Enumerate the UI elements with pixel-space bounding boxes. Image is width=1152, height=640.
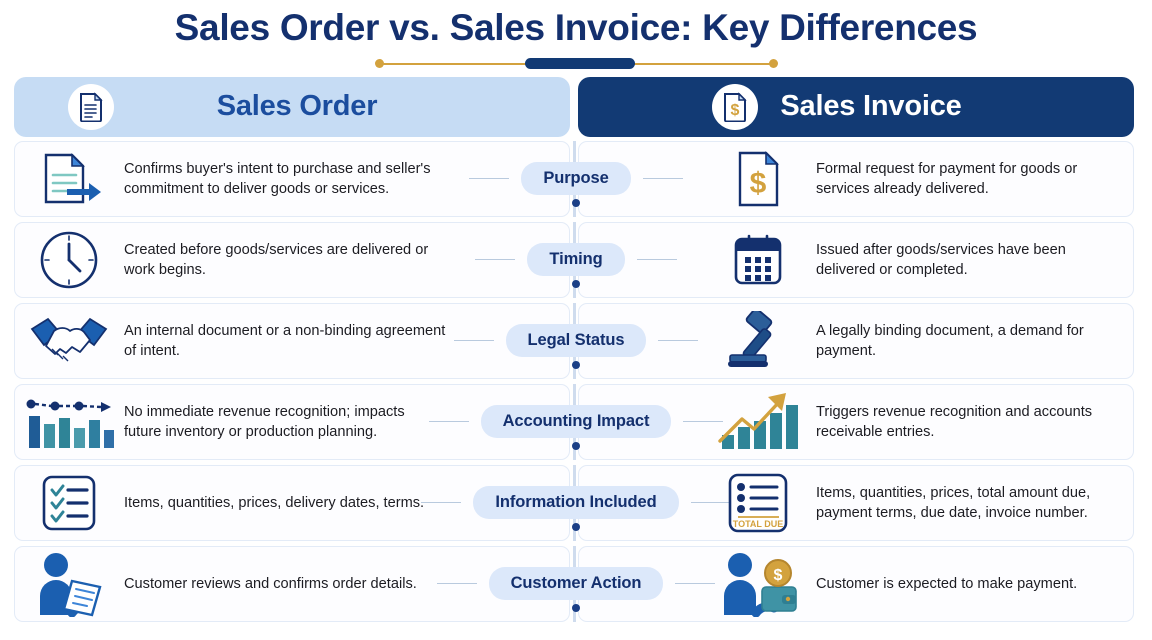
row-left-content: Customer reviews and confirms order deta… — [14, 546, 454, 622]
center-spine — [573, 140, 576, 217]
gavel-icon — [700, 310, 816, 371]
invoice-dollar-icon: $ — [712, 83, 758, 130]
total-due-label: TOTAL DUE — [733, 519, 784, 529]
table-row: Items, quantities, prices, delivery date… — [0, 464, 1152, 541]
column-headers: Sales Order $ Sales Invoice — [0, 76, 1152, 141]
svg-text:$: $ — [774, 567, 783, 584]
person-paying-wallet-icon: $ — [700, 551, 816, 617]
center-spine — [573, 464, 576, 541]
row-left-content: Items, quantities, prices, delivery date… — [14, 465, 454, 541]
title-divider — [0, 53, 1152, 75]
row-right-text: Formal request for payment for goods or … — [816, 160, 1078, 197]
bar-chart-dashed-arrow-icon — [14, 394, 124, 450]
svg-text:$: $ — [731, 102, 740, 119]
svg-text:$: $ — [750, 167, 767, 200]
center-spine — [573, 221, 576, 298]
row-left-text: Items, quantities, prices, delivery date… — [124, 494, 425, 511]
row-right-text: Triggers revenue recognition and account… — [816, 403, 1093, 440]
row-right-content: $ Formal request for payment for goods o… — [700, 141, 1134, 217]
row-right-text: A legally binding document, a demand for… — [816, 322, 1084, 359]
divider-left-dot-icon — [375, 58, 384, 68]
document-icon — [68, 83, 114, 130]
table-row: An internal document or a non-binding ag… — [0, 302, 1152, 379]
row-right-content: A legally binding document, a demand for… — [700, 303, 1134, 379]
row-right-text: Items, quantities, prices, total amount … — [816, 484, 1091, 521]
table-row: Confirms buyer's intent to purchase and … — [0, 140, 1152, 217]
row-left-content: An internal document or a non-binding ag… — [14, 303, 454, 379]
divider-right-dot-icon — [769, 58, 778, 68]
row-left-content: Confirms buyer's intent to purchase and … — [14, 141, 454, 217]
invoice-dollar-icon: $ — [700, 149, 816, 209]
row-right-content: Issued after goods/services have been de… — [700, 222, 1134, 298]
center-spine — [573, 383, 576, 460]
row-right-text: Issued after goods/services have been de… — [816, 241, 1066, 278]
column-header-left-label: Sales Order — [216, 90, 378, 123]
column-header-sales-invoice[interactable]: $ Sales Invoice — [578, 76, 1134, 137]
handshake-icon — [14, 313, 124, 369]
clock-icon — [14, 229, 124, 291]
document-arrow-icon — [14, 151, 124, 207]
column-header-sales-order[interactable]: Sales Order — [14, 76, 570, 137]
column-header-right-label: Sales Invoice — [780, 90, 962, 123]
center-spine — [573, 545, 576, 622]
calendar-icon — [700, 231, 816, 289]
row-left-text: Confirms buyer's intent to purchase and … — [124, 160, 431, 197]
checklist-icon — [14, 472, 124, 534]
row-left-content: No immediate revenue recognition; impact… — [14, 384, 454, 460]
divider-center-bar — [525, 57, 635, 69]
row-left-text: Created before goods/services are delive… — [124, 241, 429, 278]
page-title: Sales Order vs. Sales Invoice: Key Diffe… — [174, 7, 978, 48]
table-row: Customer reviews and confirms order deta… — [0, 545, 1152, 622]
row-left-text: An internal document or a non-binding ag… — [124, 322, 446, 359]
row-right-text: Customer is expected to make payment. — [816, 575, 1078, 592]
total-due-list-icon: TOTAL DUE — [700, 471, 816, 535]
row-card-left — [14, 545, 570, 622]
row-right-content: Triggers revenue recognition and account… — [700, 384, 1134, 460]
bar-chart-growth-arrow-icon — [700, 391, 816, 453]
row-right-content: $ Customer is expected to make payment. — [700, 546, 1134, 622]
row-left-text: Customer reviews and confirms order deta… — [124, 575, 417, 592]
center-spine — [573, 302, 576, 379]
row-right-content: TOTAL DUE Items, quantities, prices, tot… — [700, 465, 1134, 541]
row-left-text: No immediate revenue recognition; impact… — [124, 403, 405, 440]
table-row: No immediate revenue recognition; impact… — [0, 383, 1152, 460]
table-row: Created before goods/services are delive… — [0, 221, 1152, 298]
row-card-right — [578, 545, 1134, 622]
row-left-content: Created before goods/services are delive… — [14, 222, 454, 298]
comparison-rows: Confirms buyer's intent to purchase and … — [0, 140, 1152, 622]
person-reviewing-document-icon — [14, 551, 124, 617]
